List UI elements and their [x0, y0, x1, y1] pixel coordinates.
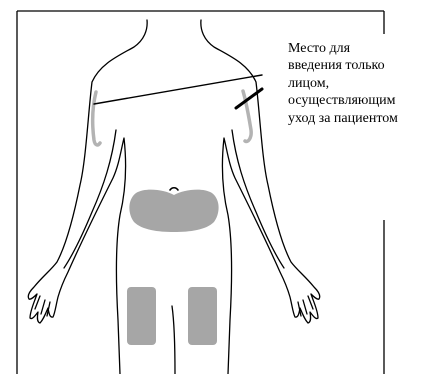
caption-line-2: введения только: [288, 57, 433, 74]
caption-line-3: лицом,: [288, 75, 433, 92]
left-upper-arm-injection-area: [93, 92, 100, 145]
right-thigh-injection-area: [188, 287, 217, 345]
leader-line-left-arm: [94, 75, 262, 104]
leader-lines: [94, 75, 262, 108]
left-thigh-injection-area: [127, 287, 156, 345]
navel: [170, 188, 178, 190]
injection-site-caption: Место для введения только лицом, осущест…: [288, 40, 433, 127]
inner-arm-left: [64, 130, 116, 268]
crotch-line: [172, 306, 175, 374]
abdomen-injection-area: [129, 190, 218, 232]
caption-line-4: осуществляющим: [288, 92, 433, 109]
caption-line-1: Место для: [288, 40, 433, 57]
caption-line-5: уход за пациентом: [288, 110, 433, 127]
inner-arm-right: [232, 130, 284, 268]
